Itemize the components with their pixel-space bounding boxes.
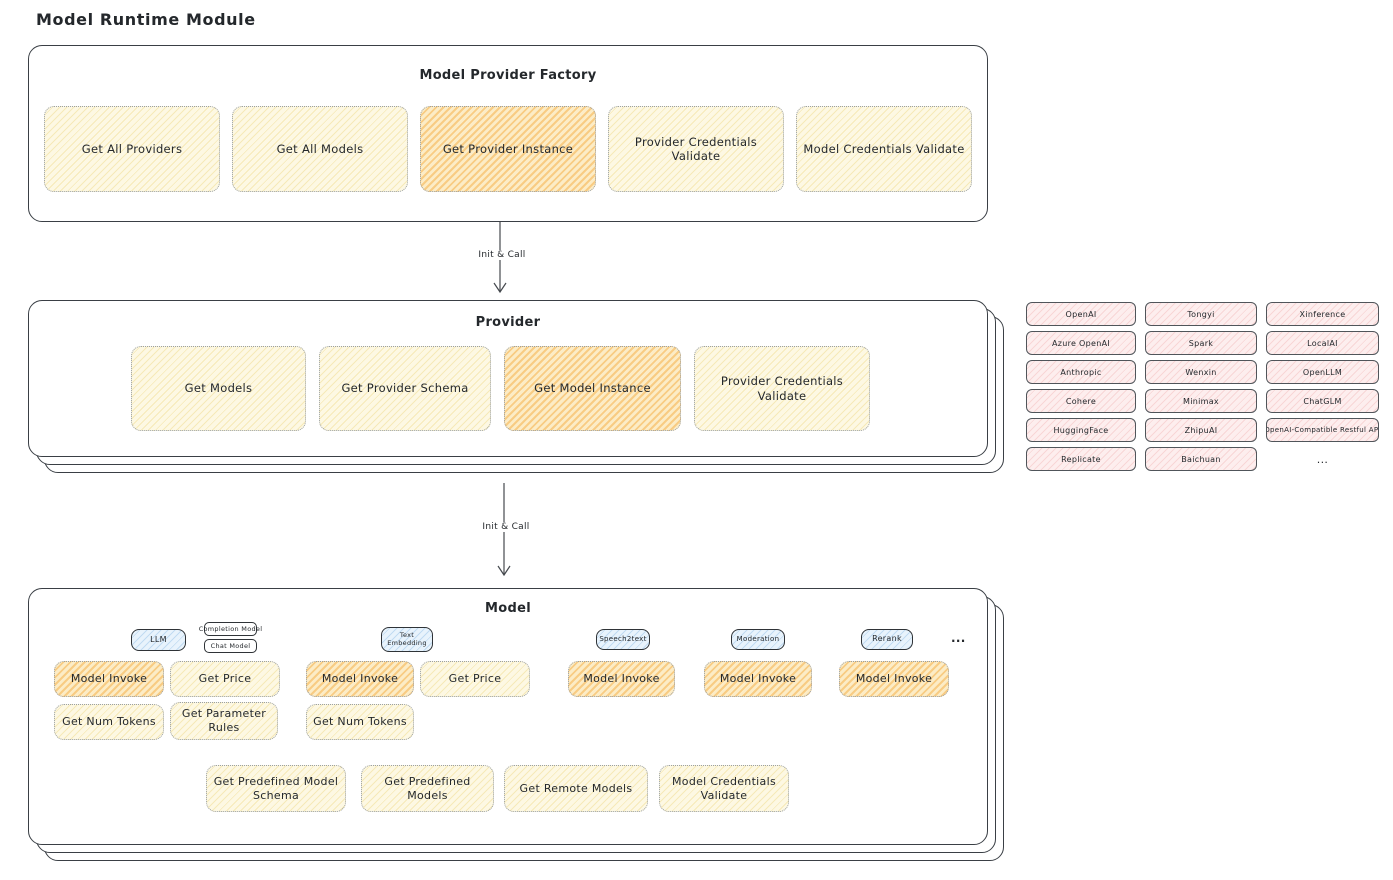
type-more-ellipsis: ... — [951, 631, 966, 645]
page-title: Model Runtime Module — [36, 10, 256, 29]
node-model-invoke-llm: Model Invoke — [54, 661, 164, 697]
type-moderation: Moderation — [731, 629, 785, 650]
model-stack: Model LLM Completion Model Chat Model Te… — [28, 588, 1004, 861]
node-provider-credentials-validate: Provider Credentials Validate — [608, 106, 784, 192]
type-llm: LLM — [131, 629, 186, 651]
node-get-parameter-rules: Get Parameter Rules — [170, 702, 278, 740]
node-model-credentials-validate-2: Model Credentials Validate — [659, 765, 789, 812]
node-get-all-models: Get All Models — [232, 106, 408, 192]
vendor-more-ellipsis: ... — [1316, 452, 1329, 466]
node-model-invoke-speech2text: Model Invoke — [568, 661, 675, 697]
type-completion-model: Completion Model — [199, 622, 262, 636]
node-get-provider-instance: Get Provider Instance — [420, 106, 596, 192]
provider-items-row: Get Models Get Provider Schema Get Model… — [131, 346, 870, 431]
vendor-baichuan: Baichuan — [1145, 447, 1257, 471]
arrow-factory-to-provider — [493, 222, 507, 294]
node-get-provider-schema: Get Provider Schema — [319, 346, 491, 431]
provider-title: Provider — [475, 315, 541, 330]
factory-items-row: Get All Providers Get All Models Get Pro… — [44, 106, 972, 192]
vendor-openai: OpenAI — [1026, 302, 1136, 326]
type-chat-model: Chat Model — [204, 639, 257, 653]
model-title: Model — [485, 601, 531, 616]
node-get-price-embedding: Get Price — [420, 661, 530, 697]
vendor-zhipuai: ZhipuAI — [1145, 418, 1257, 442]
node-get-models: Get Models — [131, 346, 306, 431]
type-text-embedding: Text Embedding — [381, 627, 433, 652]
node-model-invoke-rerank: Model Invoke — [839, 661, 949, 697]
vendor-spark: Spark — [1145, 331, 1257, 355]
provider-container: Provider Get Models Get Provider Schema … — [28, 300, 988, 457]
vendor-chatglm: ChatGLM — [1266, 389, 1379, 413]
node-get-predefined-model-schema: Get Predefined Model Schema — [206, 765, 346, 812]
vendor-azure-openai: Azure OpenAI — [1026, 331, 1136, 355]
model-container: Model LLM Completion Model Chat Model Te… — [28, 588, 988, 845]
arrow1-label: Init & Call — [459, 250, 545, 260]
vendor-huggingface: HuggingFace — [1026, 418, 1136, 442]
factory-title: Model Provider Factory — [419, 68, 597, 83]
node-get-num-tokens-llm: Get Num Tokens — [54, 704, 164, 740]
providers-grid: OpenAI Tongyi Xinference Azure OpenAI Sp… — [1026, 302, 1379, 471]
vendor-wenxin: Wenxin — [1145, 360, 1257, 384]
node-get-price-llm: Get Price — [170, 661, 280, 697]
provider-stack: Provider Get Models Get Provider Schema … — [28, 300, 1004, 473]
vendor-localai: LocalAI — [1266, 331, 1379, 355]
node-get-predefined-models: Get Predefined Models — [361, 765, 494, 812]
type-speech2text: Speech2text — [596, 629, 650, 650]
type-rerank: Rerank — [861, 629, 913, 650]
node-model-invoke-embedding: Model Invoke — [306, 661, 414, 697]
vendor-xinference: Xinference — [1266, 302, 1379, 326]
node-provider-credentials-validate-2: Provider Credentials Validate — [694, 346, 870, 431]
vendor-minimax: Minimax — [1145, 389, 1257, 413]
vendor-openai-compatible: OpenAI-Compatible Restful API — [1266, 418, 1379, 442]
vendor-openllm: OpenLLM — [1266, 360, 1379, 384]
vendor-anthropic: Anthropic — [1026, 360, 1136, 384]
arrow-provider-to-model — [497, 483, 511, 577]
node-get-num-tokens-embedding: Get Num Tokens — [306, 704, 414, 740]
node-get-remote-models: Get Remote Models — [504, 765, 648, 812]
vendor-tongyi: Tongyi — [1145, 302, 1257, 326]
vendor-cohere: Cohere — [1026, 389, 1136, 413]
node-get-all-providers: Get All Providers — [44, 106, 220, 192]
factory-container: Model Provider Factory Get All Providers… — [28, 45, 988, 222]
node-model-invoke-moderation: Model Invoke — [704, 661, 812, 697]
arrow2-label: Init & Call — [463, 522, 549, 532]
node-model-credentials-validate: Model Credentials Validate — [796, 106, 972, 192]
node-get-model-instance: Get Model Instance — [504, 346, 681, 431]
vendor-replicate: Replicate — [1026, 447, 1136, 471]
